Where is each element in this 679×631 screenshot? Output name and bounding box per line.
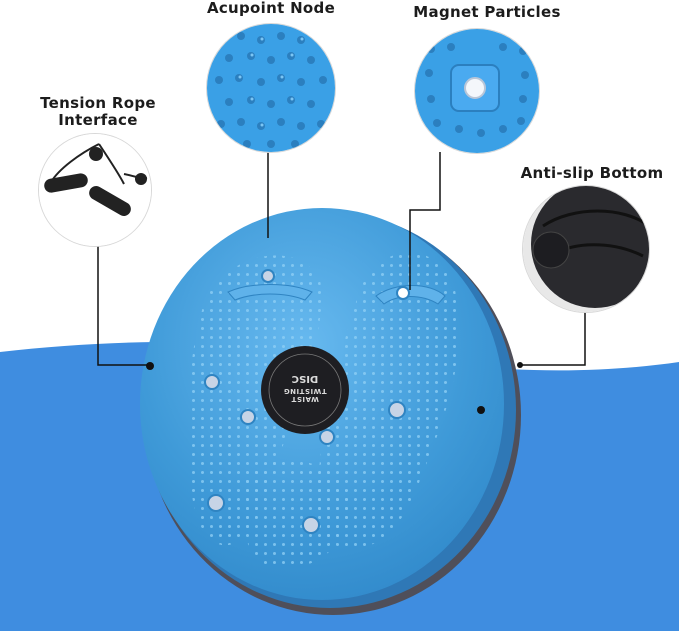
- tension-rope-label: Tension Rope Interface: [28, 95, 168, 129]
- magnet-closeup-image: [415, 29, 539, 153]
- magnet-particles-label: Magnet Particles: [413, 3, 561, 21]
- acupoint-node-label: Acupoint Node: [206, 0, 336, 17]
- magnet-studs: [204, 269, 410, 534]
- callout-lines: [97, 152, 586, 366]
- anti-slip-bottom-callout: [522, 185, 650, 313]
- acupoint-closeup-image: [207, 24, 335, 152]
- foot-dot-areas: [186, 252, 460, 569]
- center-badge: [261, 346, 349, 434]
- tension-rope-label-line1: Tension Rope: [40, 94, 156, 112]
- anti-slip-bottom-label: Anti-slip Bottom: [520, 164, 664, 182]
- tension-rope-callout: [38, 133, 152, 247]
- tension-rope-label-line2: Interface: [58, 111, 138, 129]
- magnet-particles-callout: [414, 28, 540, 154]
- badge-text-top: WAIST TWISTING: [283, 387, 327, 403]
- acupoint-node-callout: [206, 23, 336, 153]
- rope-closeup-image: [39, 134, 151, 246]
- antislip-closeup-image: [523, 186, 649, 312]
- badge-text: WAIST TWISTING DISC: [270, 373, 340, 403]
- badge-text-bottom: DISC: [291, 373, 319, 384]
